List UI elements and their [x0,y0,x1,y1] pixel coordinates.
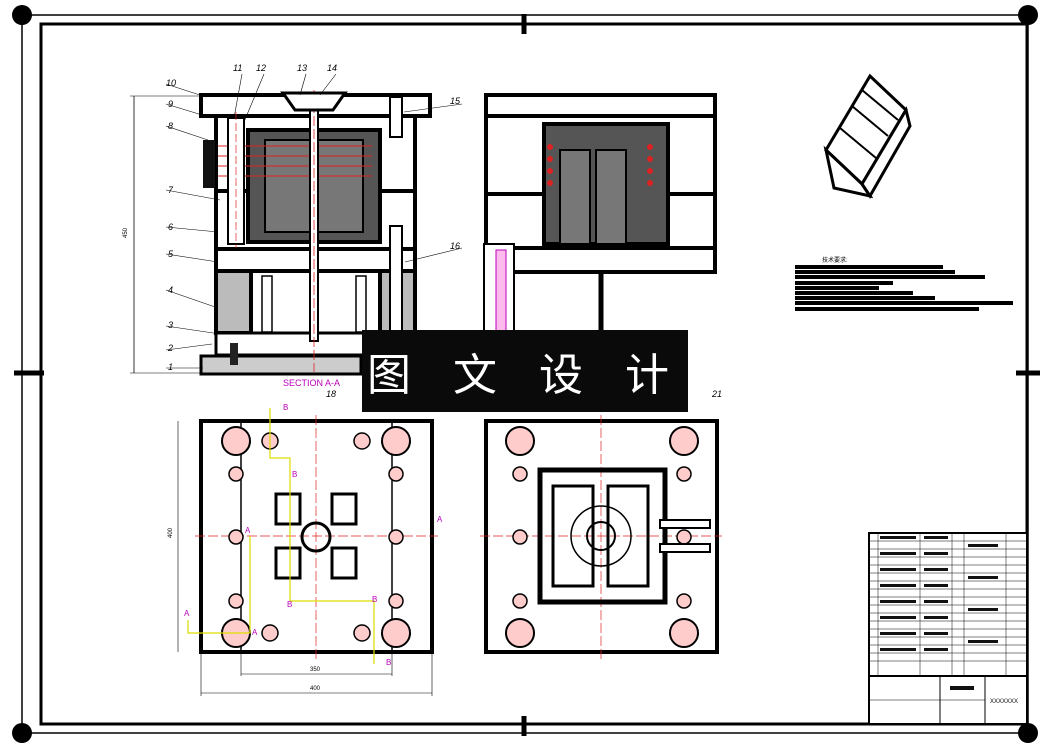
plan-letter-b2: B [292,470,297,479]
corner-mark-bl [12,723,32,743]
dim-width-outer: 400 [310,686,321,692]
corner-mark-tr [1018,5,1038,25]
callout-15: 15 [450,96,461,106]
callout-6: 6 [168,222,173,232]
callout-5: 5 [168,249,174,259]
callout-leaders [165,73,463,369]
callout-16: 16 [450,241,460,251]
dim-height-plan: 400 [168,527,174,538]
plan-letter-a4: A [252,628,258,637]
callout-11: 11 [233,63,242,73]
callout-14: 14 [327,63,337,73]
plan-letter-a1: A [245,526,251,535]
plan-view-left: B B B B B A A A A 350 400 400 [168,403,443,696]
callout-21: 21 [711,389,722,399]
callout-7: 7 [168,185,174,195]
callout-2: 2 [167,343,173,353]
plan-letter-b5: B [386,658,391,667]
callout-3: 3 [168,320,173,330]
callout-8: 8 [168,121,173,131]
callout-12: 12 [256,63,266,73]
callout-13: 13 [297,63,307,73]
section-view: 450 [123,90,432,376]
isometric-part-view [823,73,912,199]
plan-view-right [480,415,722,660]
parts-list-title-block: XXXXXXX [868,532,1028,725]
plan-letter-b4: B [372,595,377,604]
callout-1: 1 [168,362,173,372]
centering-marks [14,14,1040,736]
plan-letter-b3: B [287,600,292,609]
callout-labels: 1 2 3 4 5 6 7 8 9 10 11 12 13 14 15 16 1… [166,63,722,399]
side-section-view [483,93,717,335]
callout-18: 18 [326,389,336,399]
drawing-number: XXXXXXX [990,699,1018,705]
corner-mark-br [1018,723,1038,743]
callout-9: 9 [168,99,173,109]
watermark-banner: 图 文 设 计 [362,330,688,412]
plan-letter-a2: A [437,515,443,524]
technical-notes-redacted [795,265,1015,312]
svg-text:450: 450 [123,227,129,238]
section-label: SECTION A-A [283,378,340,388]
plan-letter-a3: A [184,609,190,618]
callout-4: 4 [168,285,173,295]
notes-title: 技术要求: [822,256,848,264]
dim-width-inner: 350 [310,667,321,673]
callout-10: 10 [166,78,176,88]
plan-letter-b1: B [283,403,288,412]
corner-mark-tl [12,5,32,25]
